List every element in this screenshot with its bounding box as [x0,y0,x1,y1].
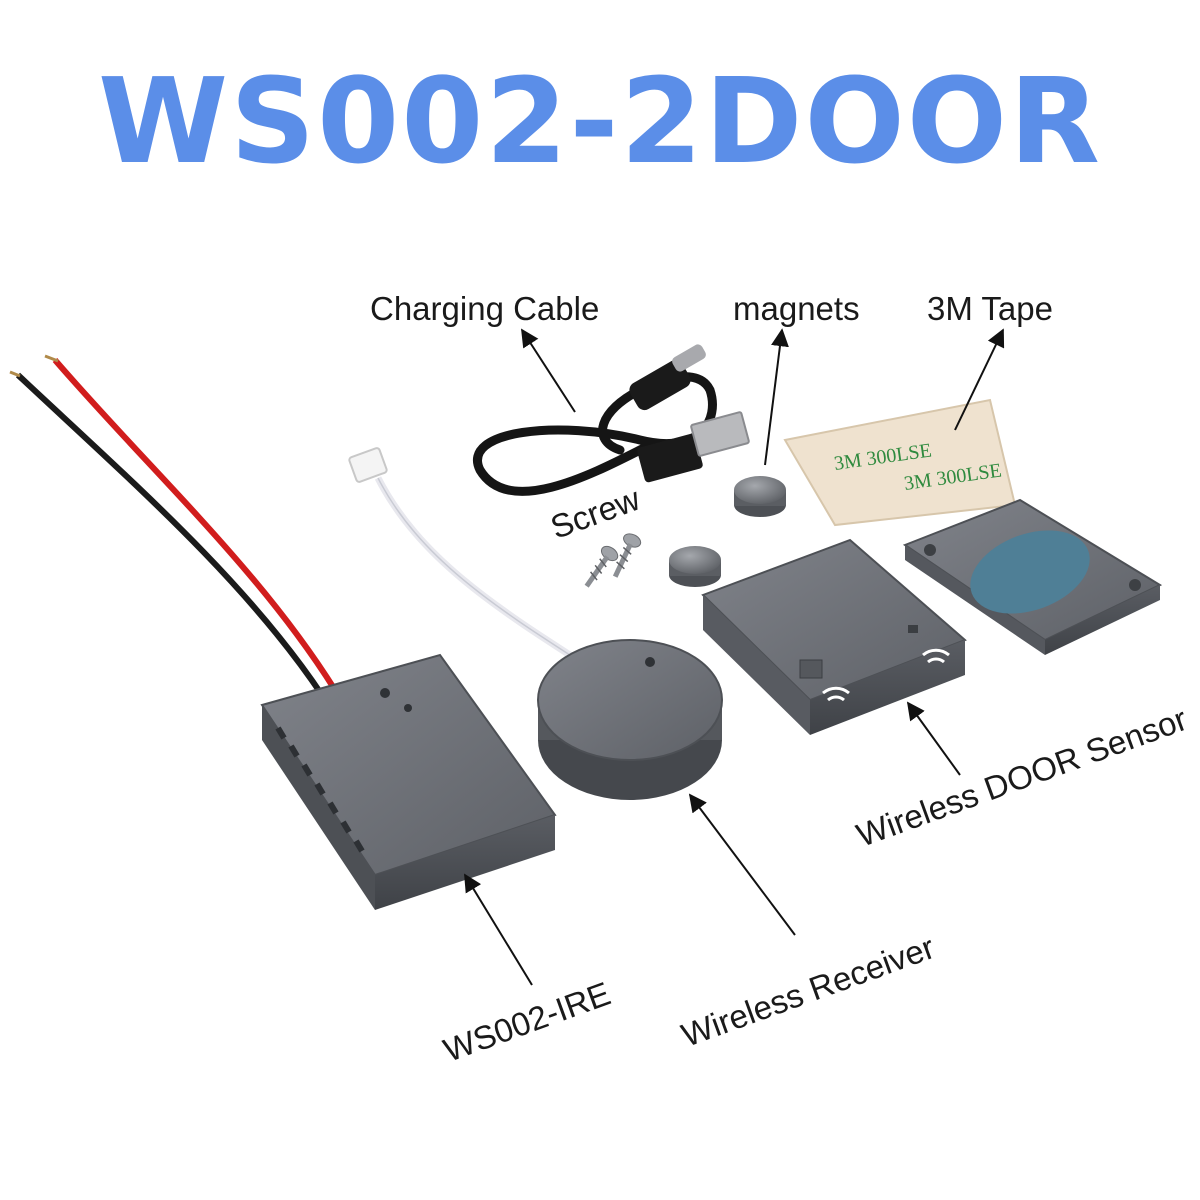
product-title: WS002-2DOOR [98,52,1102,190]
3m-tape: 3M 300LSE 3M 300LSE [783,398,1017,527]
wifi-icon [822,686,850,702]
receiver-cable [348,447,592,671]
screws [584,533,642,588]
usb-a-plug [637,433,703,483]
door-sensor-device [701,538,967,735]
label-3m-tape: 3M Tape [927,290,1053,327]
usb-c-plug [629,359,691,411]
controller-device [260,653,557,910]
wireless-receiver-device [537,639,723,800]
magnet-1 [734,476,786,517]
magnet-2 [669,546,721,587]
label-magnets: magnets [733,290,860,327]
callout-arrows [464,328,1005,986]
charging-cable [473,344,750,496]
label-charging-cable: Charging Cable [370,290,600,327]
sensor-magnet-plate [902,498,1163,655]
wifi-icon [922,648,950,664]
power-wires [9,354,338,697]
jst-connector [348,447,388,483]
